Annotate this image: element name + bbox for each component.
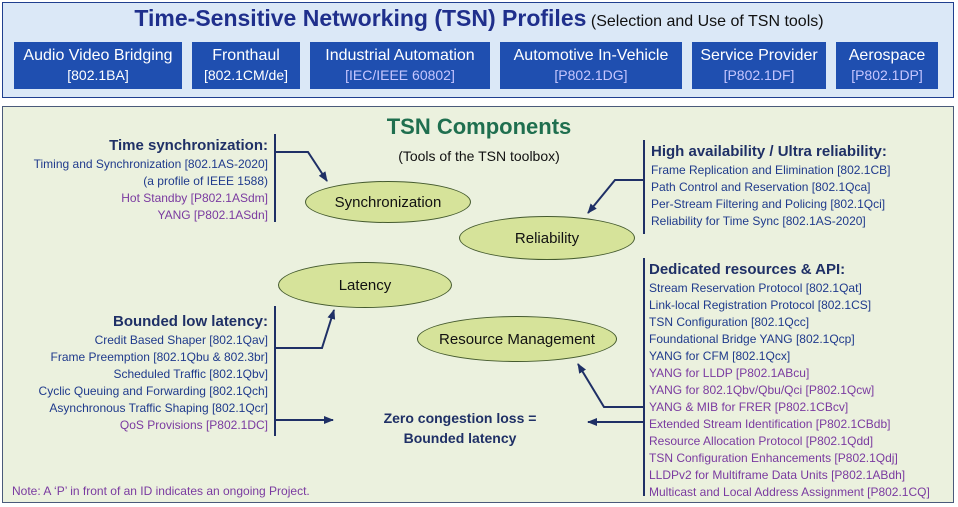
time-sync-heading: Time synchronization: (109, 137, 268, 154)
list-item: Frame Replication and Elimination [802.1… (651, 163, 891, 177)
list-item: Foundational Bridge YANG [802.1Qcp] (649, 332, 855, 346)
list-item: Hot Standby [P802.1ASdm] (121, 191, 268, 205)
node-label: Reliability (514, 229, 580, 247)
resources-list: Stream Reservation Protocol [802.1Qat] L… (649, 280, 930, 501)
latency-heading: Bounded low latency: (112, 313, 268, 330)
resources-heading: Dedicated resources & API: (649, 261, 846, 278)
profile-name: Fronthaul (212, 47, 280, 64)
node-label: Synchronization (334, 193, 442, 211)
components-panel (2, 106, 954, 503)
list-item: TSN Configuration Enhancements [P802.1Qd… (649, 451, 898, 465)
synchronization-node: Synchronization (305, 181, 471, 223)
profile-standard: [IEC/IEEE 60802] (345, 67, 455, 83)
list-item: (a profile of IEEE 1588) (143, 174, 268, 188)
profile-name: Automotive In-Vehicle (513, 47, 669, 64)
profile-aerospace: Aerospace [P802.1DP] (836, 42, 938, 89)
project-note: Note: A ‘P’ in front of an ID indicates … (12, 484, 310, 498)
zero-congestion-line2: Bounded latency (403, 430, 517, 446)
profile-fronthaul: Fronthaul [802.1CM/de] (192, 42, 300, 89)
reliability-list: Frame Replication and Elimination [802.1… (651, 162, 890, 230)
list-item: Asynchronous Traffic Shaping [802.1Qcr] (49, 401, 268, 415)
list-item: Cyclic Queuing and Forwarding [802.1Qch] (38, 384, 268, 398)
profile-standard: [P802.1DP] (851, 67, 923, 83)
latency-list: Credit Based Shaper [802.1Qav] Frame Pre… (39, 332, 268, 434)
list-item: Frame Preemption [802.1Qbu & 802.3br] (50, 350, 268, 364)
profile-name: Service Provider (700, 47, 818, 64)
list-item: Stream Reservation Protocol [802.1Qat] (649, 281, 862, 295)
list-item: Extended Stream Identification [P802.1CB… (649, 417, 891, 431)
profile-automotive: Automotive In-Vehicle [P802.1DG] (500, 42, 682, 89)
list-item: QoS Provisions [P802.1DC] (119, 418, 268, 432)
resources-arrow (577, 363, 644, 408)
node-label: Resource Management (439, 330, 595, 348)
list-item: Reliability for Time Sync [802.1AS-2020] (651, 214, 866, 228)
reliability-node: Reliability (459, 216, 635, 260)
zero-congestion-text: Zero congestion loss = Bounded latency (360, 408, 560, 448)
node-label: Latency (338, 276, 392, 294)
list-item: YANG for 802.1Qbv/Qbu/Qci [P802.1Qcw] (649, 383, 875, 397)
reliability-arrow (587, 179, 644, 214)
list-item: YANG [P802.1ASdn] (157, 208, 268, 222)
profile-standard: [802.1CM/de] (203, 67, 289, 83)
list-item: TSN Configuration [802.1Qcc] (649, 315, 810, 329)
main-title-subtitle: (Selection and Use of TSN tools) (590, 13, 824, 30)
profile-avb: Audio Video Bridging [802.1BA] (14, 42, 182, 89)
components-subtitle: (Tools of the TSN toolbox) (398, 148, 560, 164)
profile-name: Industrial Automation (325, 47, 475, 64)
profile-standard: [802.1BA] (67, 67, 129, 83)
profile-name: Audio Video Bridging (23, 47, 173, 64)
profile-name: Aerospace (848, 47, 926, 64)
zero-congestion-line1: Zero congestion loss = (383, 410, 537, 426)
profile-standard: [P802.1DG] (554, 67, 628, 83)
list-item: LLDPv2 for Multiframe Data Units [P802.1… (649, 468, 906, 482)
list-item: Multicast and Local Address Assignment [… (649, 485, 930, 499)
profile-service-provider: Service Provider [P802.1DF] (692, 42, 826, 89)
resource-management-node: Resource Management (417, 316, 617, 362)
list-item: Per-Stream Filtering and Policing [802.1… (651, 197, 886, 211)
list-item: YANG & MIB for FRER [P802.1CBcv] (649, 400, 849, 414)
list-item: YANG for CFM [802.1Qcx] (649, 349, 791, 363)
time-sync-list: Timing and Synchronization [802.1AS-2020… (34, 156, 268, 224)
main-title-text: Time-Sensitive Networking (TSN) Profiles (134, 5, 587, 31)
latency-node: Latency (278, 262, 452, 308)
page-title: Time-Sensitive Networking (TSN) Profiles… (0, 5, 958, 32)
list-item: Path Control and Reservation [802.1Qca] (651, 180, 871, 194)
latency-arrow (275, 309, 336, 349)
list-item: Resource Allocation Protocol [P802.1Qdd] (649, 434, 874, 448)
list-item: Credit Based Shaper [802.1Qav] (94, 333, 268, 347)
components-title: TSN Components (386, 114, 572, 139)
profile-industrial-automation: Industrial Automation [IEC/IEEE 60802] (310, 42, 490, 89)
list-item: Timing and Synchronization [802.1AS-2020… (33, 157, 268, 171)
time-sync-arrow (275, 151, 328, 182)
list-item: Scheduled Traffic [802.1Qbv] (113, 367, 268, 381)
list-item: Link-local Registration Protocol [802.1C… (649, 298, 872, 312)
profile-standard: [P802.1DF] (723, 67, 795, 83)
reliability-heading: High availability / Ultra reliability: (651, 143, 887, 160)
list-item: YANG for LLDP [P802.1ABcu] (649, 366, 810, 380)
